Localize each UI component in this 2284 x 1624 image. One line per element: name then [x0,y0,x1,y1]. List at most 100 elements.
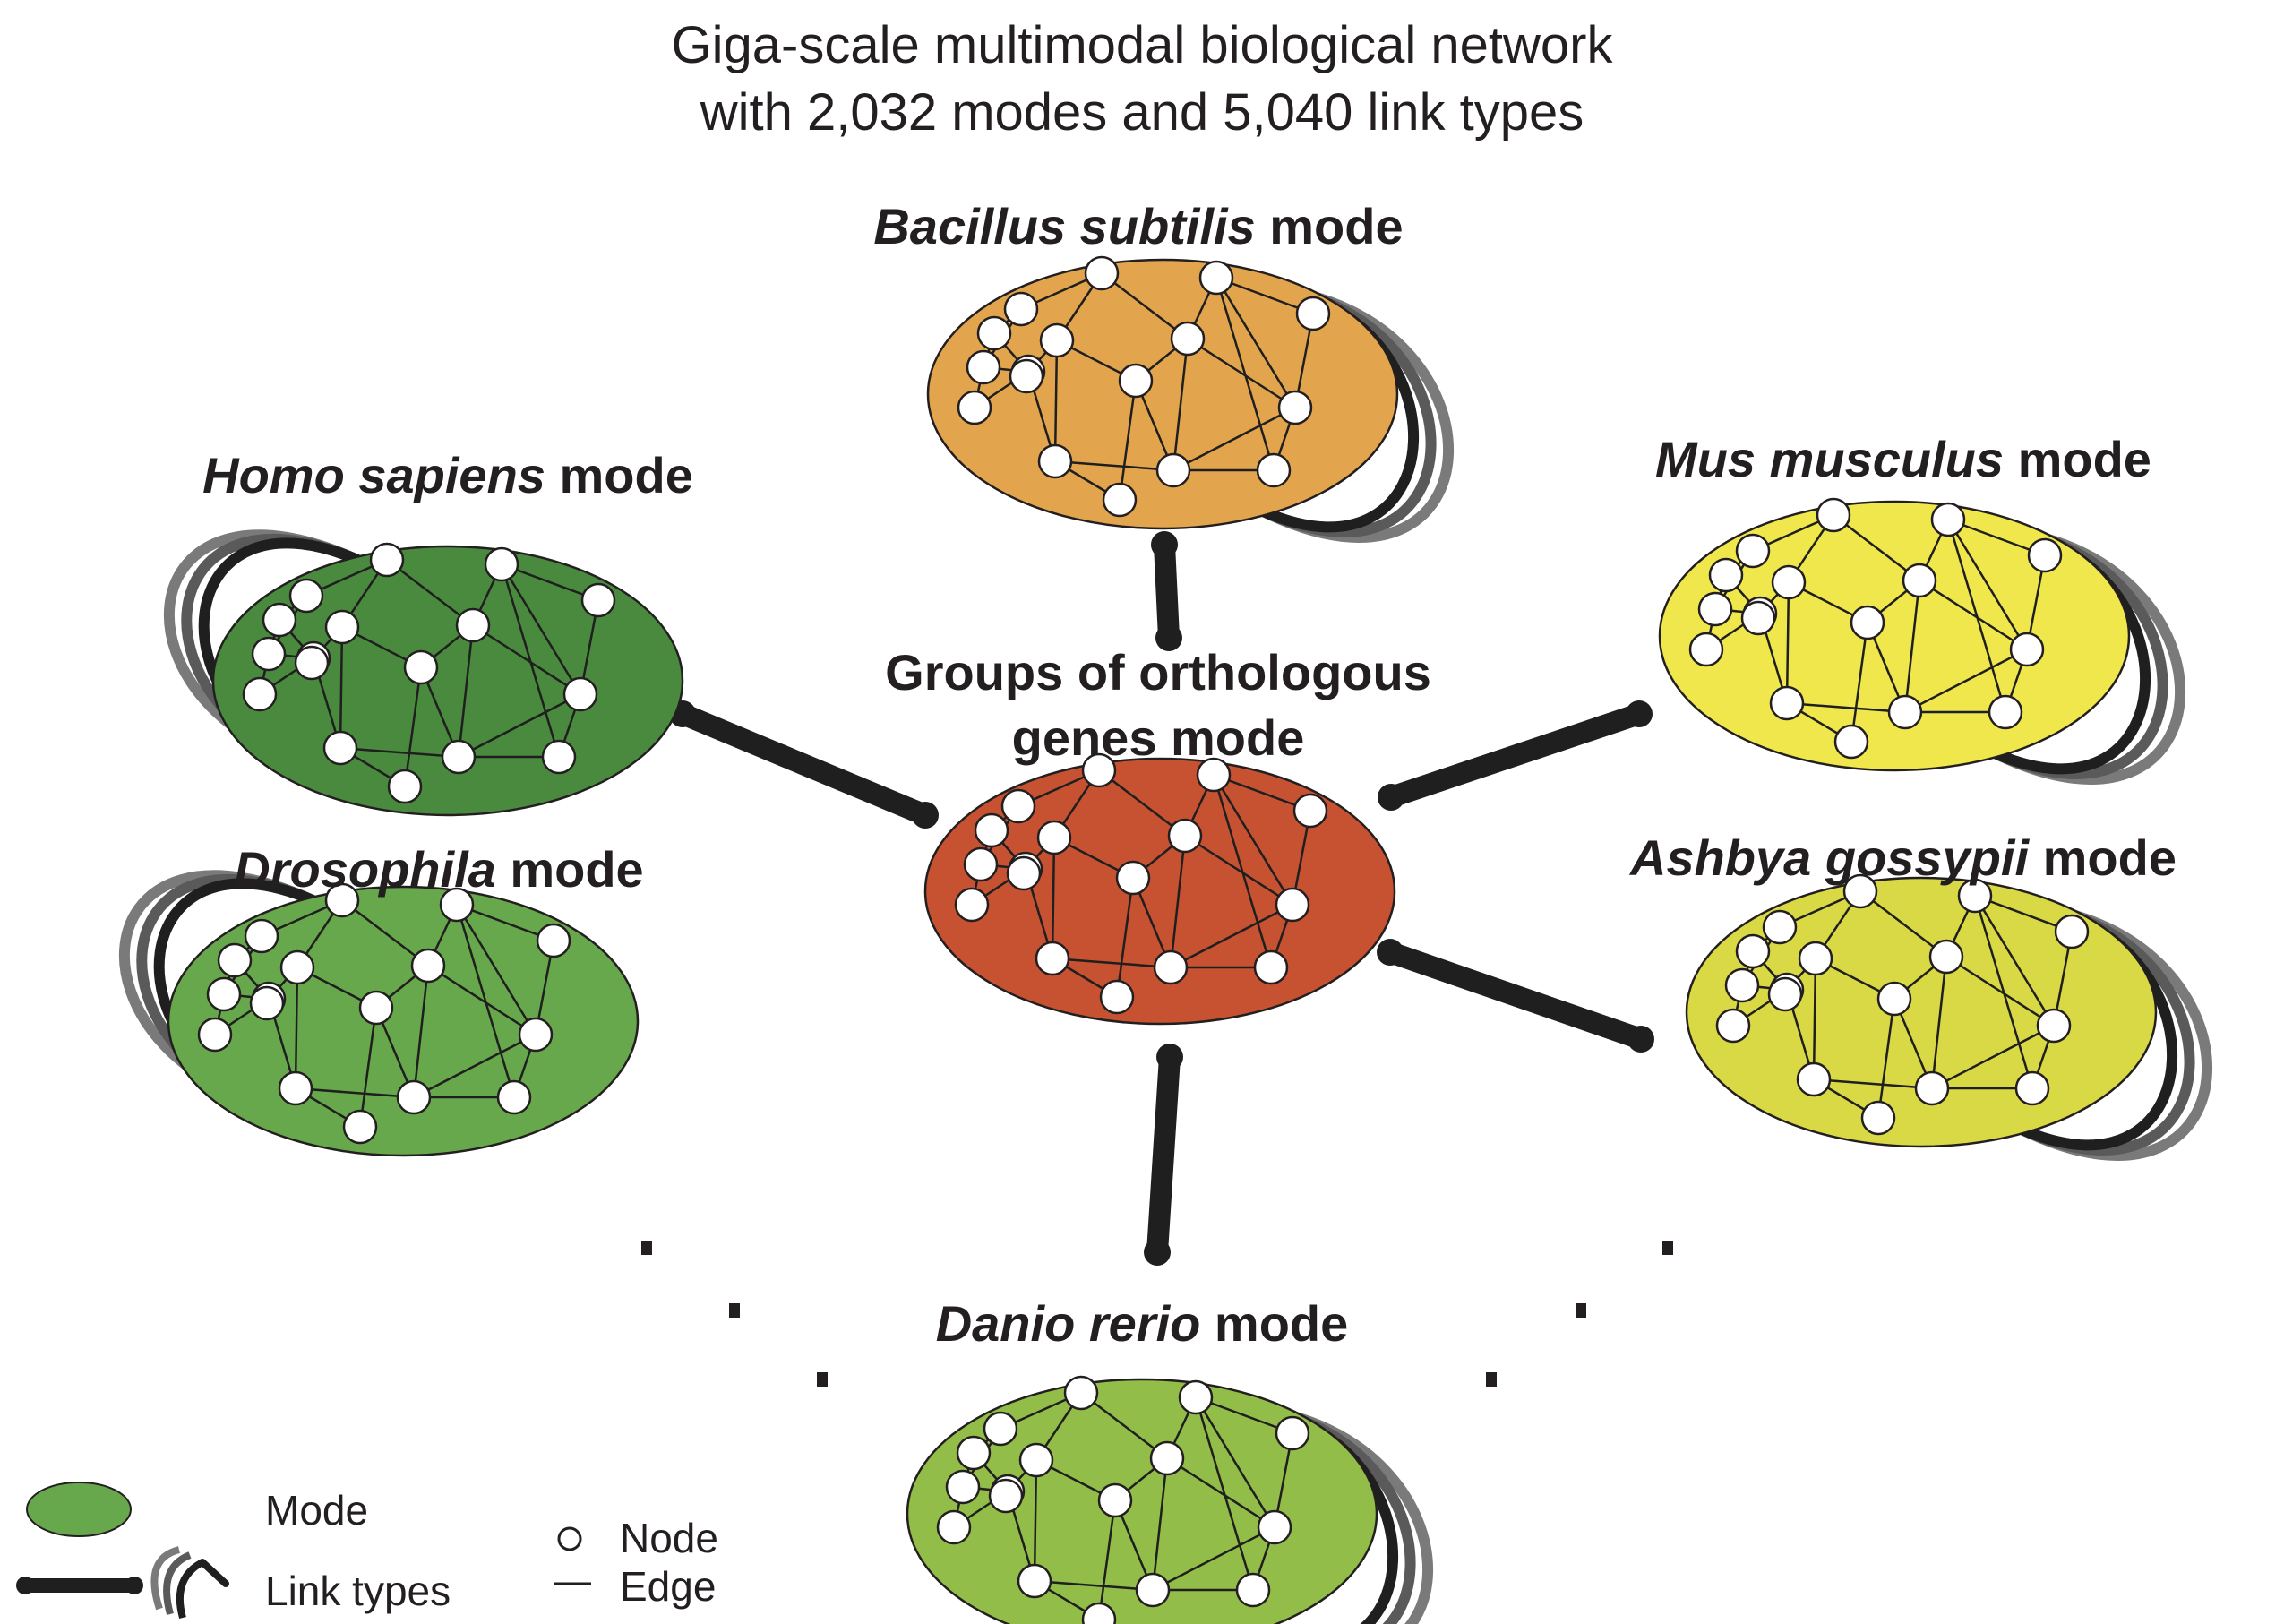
mode-label-segment: mode [496,841,644,898]
edge [1184,834,1293,907]
edge [1931,1024,2055,1090]
node [1295,296,1331,331]
ellipsis-dot [1576,1303,1586,1318]
node [957,390,992,425]
edge [1786,701,1906,714]
node [262,602,297,638]
edge [1973,895,2034,1089]
mode-label-segment: Ashbya gossypii [1628,829,2030,886]
nodes-bacillus [957,255,1331,518]
node [403,649,439,685]
node [439,887,475,923]
edge [1812,958,1817,1080]
node [1708,557,1744,593]
edge [1172,338,1189,471]
node [2027,537,2063,573]
node [2054,914,2090,949]
edge [1930,956,1948,1089]
edge [1170,903,1293,969]
mode-label-segment: Groups of orthologous [885,644,1431,700]
edge [1212,774,1273,968]
node [1876,981,1912,1017]
mode-label-center-line-2: genes mode [1012,709,1305,766]
node [541,739,577,775]
node [1771,564,1807,600]
node [1275,1415,1310,1451]
mode-ellipse-center [923,757,1396,1026]
node [251,636,287,672]
mode-label-center-line-1: Groups of orthologous [885,644,1431,700]
node [2036,1008,2072,1044]
node [1842,873,1878,909]
link-center-danio [1144,1044,1183,1266]
node [324,882,360,918]
node [1914,1070,1950,1106]
ellipsis-dot [1486,1372,1497,1387]
link-center-homo [669,700,939,829]
mode-label-segment: mode [2029,829,2177,886]
node [1256,452,1292,488]
node [1957,878,1993,914]
node [988,1478,1024,1514]
edge [1876,998,1896,1119]
modes: Groups of orthologous genes mode Bacillus … [118,198,2213,1624]
node [1196,757,1232,793]
legend-mode-label: Mode [265,1487,368,1534]
mode-label-segment: Homo sapiens [202,447,545,503]
edge [1859,890,1947,958]
edge [1903,580,1921,713]
edge [1194,1396,1276,1528]
node [936,1509,972,1545]
node [1115,860,1151,896]
node [324,609,360,645]
node [1902,563,1937,598]
node [441,739,477,775]
node [206,976,242,1012]
ellipsis-dot [729,1303,740,1318]
node [1697,591,1733,627]
edge [1151,1457,1169,1591]
mode-label-drosophila: Drosophila mode [234,841,643,898]
node [1235,1572,1271,1608]
edge [1051,837,1056,959]
mode-danio: Danio rerio mode [906,1295,1434,1624]
node [1833,724,1869,760]
edge [386,559,474,626]
node [322,730,358,766]
edge [472,623,581,696]
node [1860,1100,1896,1136]
edge [1194,1396,1255,1591]
node [518,1017,554,1053]
node [244,918,279,954]
node [1099,979,1135,1015]
node [1167,818,1203,854]
mode-label-ashbya: Ashbya gossypii mode [1628,829,2177,886]
node [278,1070,313,1106]
mode-ellipse-ashbya [1685,876,2158,1148]
node [974,812,1009,848]
node [294,645,330,681]
legend-link-types-icon [16,1546,229,1620]
edge [1053,339,1059,462]
node [983,1411,1018,1447]
node [1039,322,1075,358]
title-line-2: with 2,032 modes and 5,040 link types [700,83,1584,142]
edge [1115,877,1135,998]
node [963,846,999,882]
node [1003,291,1039,327]
node [1102,482,1138,518]
node [197,1017,233,1053]
mode-label-segment: mode [1200,1295,1348,1352]
link-center-mus [1378,700,1653,811]
node [1081,752,1117,788]
node [1257,1509,1292,1545]
mode-bacillus: Bacillus subtilis mode [873,198,1455,543]
mode-ellipse-bacillus [926,258,1399,530]
continuation-dots [641,1241,1673,1387]
node [1178,1379,1214,1415]
node [1928,939,1964,975]
mode-drosophila: Drosophila mode [118,841,644,1157]
node [1735,533,1771,569]
edge [427,964,537,1036]
node [580,582,616,618]
